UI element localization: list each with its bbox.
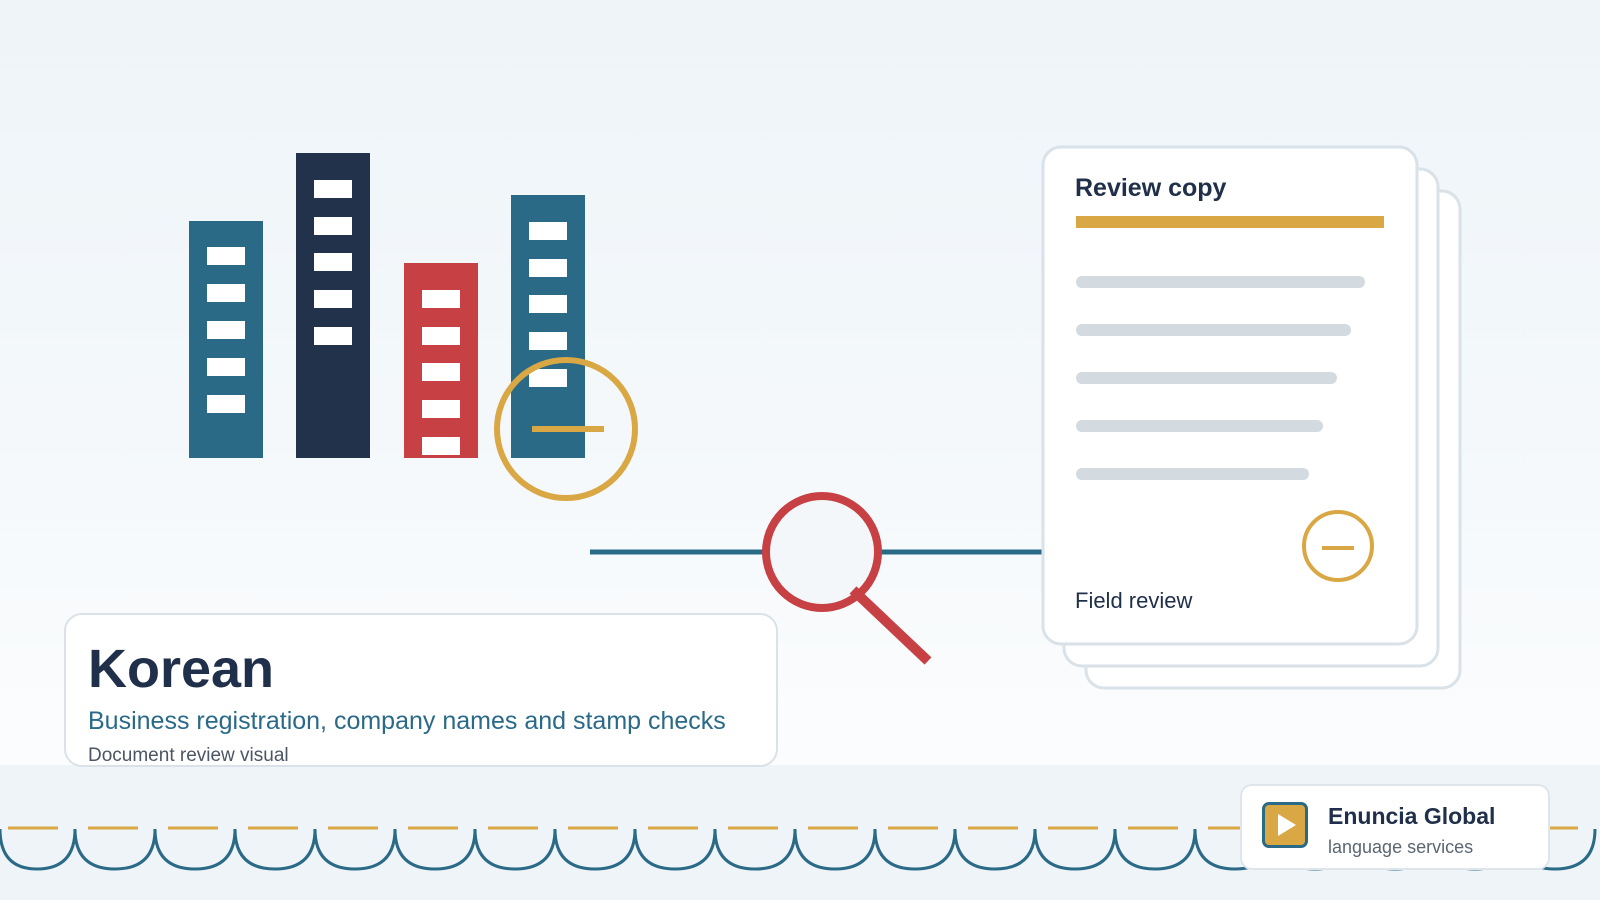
magnifier-icon xyxy=(762,492,932,665)
brand-card xyxy=(1240,784,1550,870)
page-caption: Document review visual xyxy=(88,745,289,766)
page-subtitle: Business registration, company names and… xyxy=(88,707,726,735)
document-text-lines xyxy=(1076,276,1365,480)
document-stamp-icon xyxy=(1302,510,1374,582)
document-footer-label: Field review xyxy=(1075,588,1193,613)
review-document xyxy=(1041,145,1419,646)
brand-name: Enuncia Global xyxy=(1328,803,1496,829)
page-title: Korean xyxy=(88,639,275,699)
brand-tagline: language services xyxy=(1328,837,1474,857)
stamp-icon xyxy=(494,357,638,501)
title-card xyxy=(64,613,778,767)
document-heading-rule xyxy=(1076,216,1384,228)
document-heading: Review copy xyxy=(1075,174,1227,202)
building-cluster xyxy=(189,153,585,458)
play-icon xyxy=(1262,802,1308,848)
document-stack xyxy=(1041,145,1462,690)
